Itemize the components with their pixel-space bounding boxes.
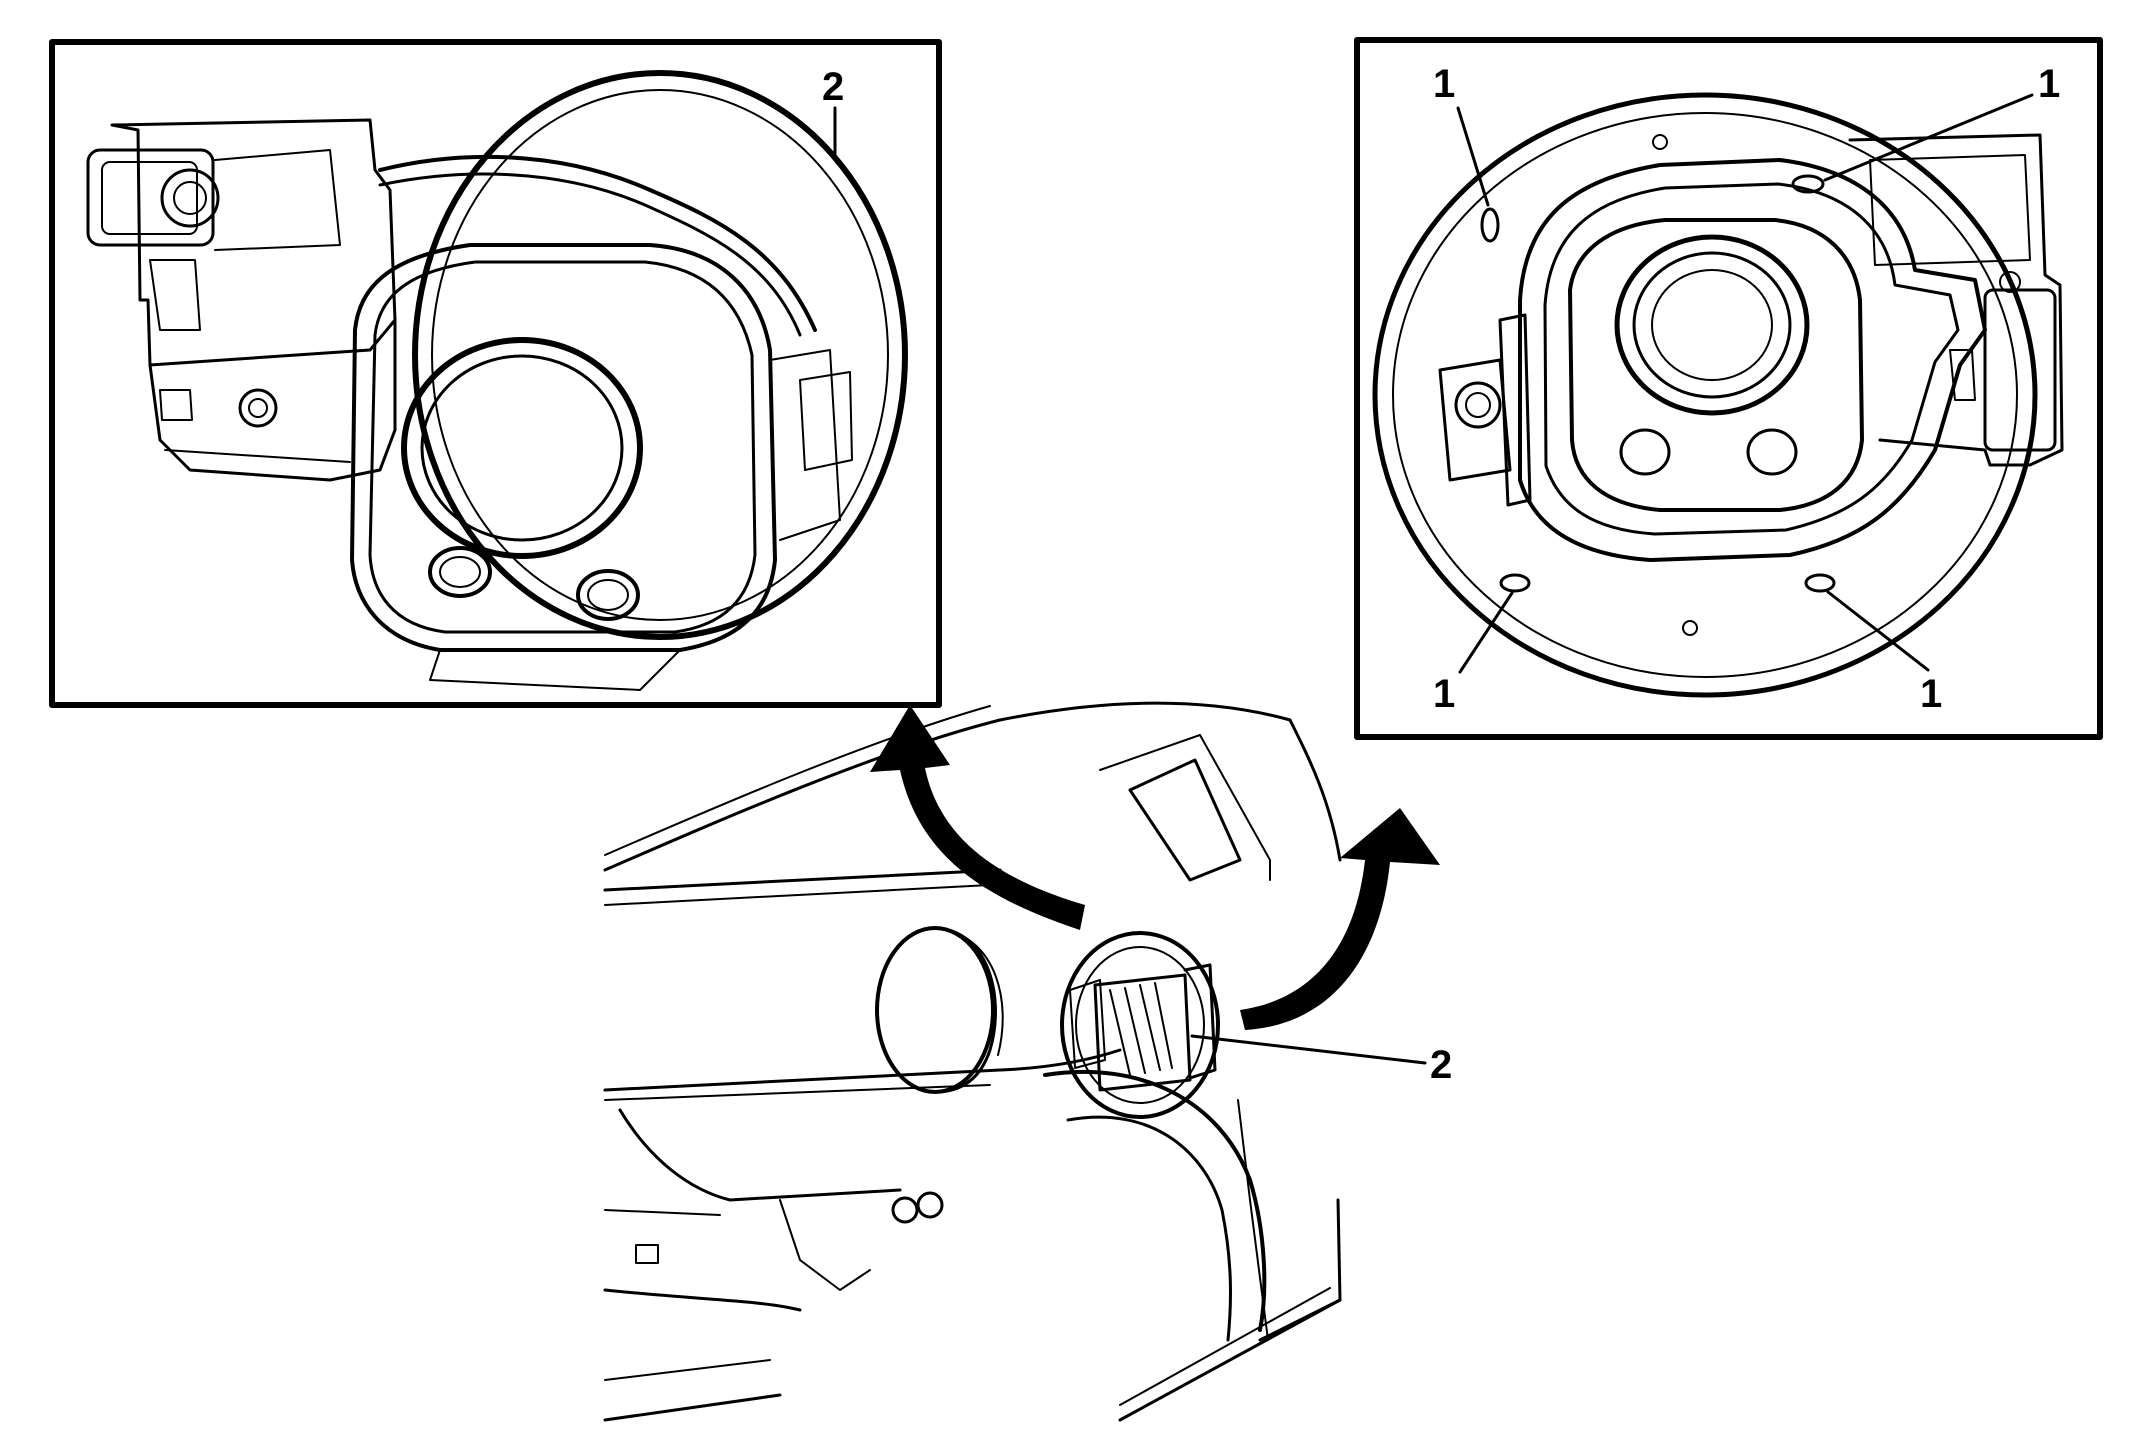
callout-1-bottom-left: 1 — [1433, 672, 1455, 716]
lock-actuator — [86, 118, 397, 482]
removal-arrow-left — [870, 705, 1085, 930]
filler-neck-opening — [401, 337, 643, 559]
wheel-arch — [1043, 1069, 1267, 1332]
fuel-door-housing-assembly — [1060, 931, 1220, 1119]
callout-1-top-right: 1 — [2038, 62, 2060, 106]
door-ring — [1372, 92, 2038, 698]
fuel-door-cover — [875, 926, 1004, 1094]
filler-pocket-housing — [350, 243, 853, 691]
retaining-tab-bottom-left — [1499, 573, 1531, 593]
callout-1-bottom-right: 1 — [1920, 672, 1942, 716]
callout-2-main: 2 — [1430, 1043, 1452, 1087]
mounting-screw — [238, 388, 278, 428]
wiring-harness — [378, 154, 817, 332]
removal-arrow-right — [1240, 808, 1440, 1030]
callout-1-top-left: 1 — [1433, 62, 1455, 106]
fuel-door-ring — [412, 70, 908, 640]
rear-actuator — [1848, 133, 2064, 467]
left-inset-frame — [49, 39, 942, 708]
callout-2-left: 2 — [822, 65, 844, 109]
retaining-tab-bottom-right — [1804, 573, 1836, 593]
latch-assembly — [1438, 313, 1532, 507]
inner-pocket — [1518, 158, 1987, 562]
rear-side-window — [1128, 758, 1242, 882]
retaining-tab-top-right — [1791, 174, 1825, 194]
left-inset-housing-view: 2 — [49, 39, 942, 708]
main-vehicle-view: 2 — [603, 701, 1452, 1422]
right-inset-frame — [1354, 37, 2103, 740]
quarter-panel-outline — [603, 701, 1292, 872]
right-inset-retainer-view: 1 1 1 1 — [1354, 37, 2103, 740]
filler-neck-right — [1614, 234, 1810, 416]
retaining-tab-top-left — [1480, 207, 1500, 243]
